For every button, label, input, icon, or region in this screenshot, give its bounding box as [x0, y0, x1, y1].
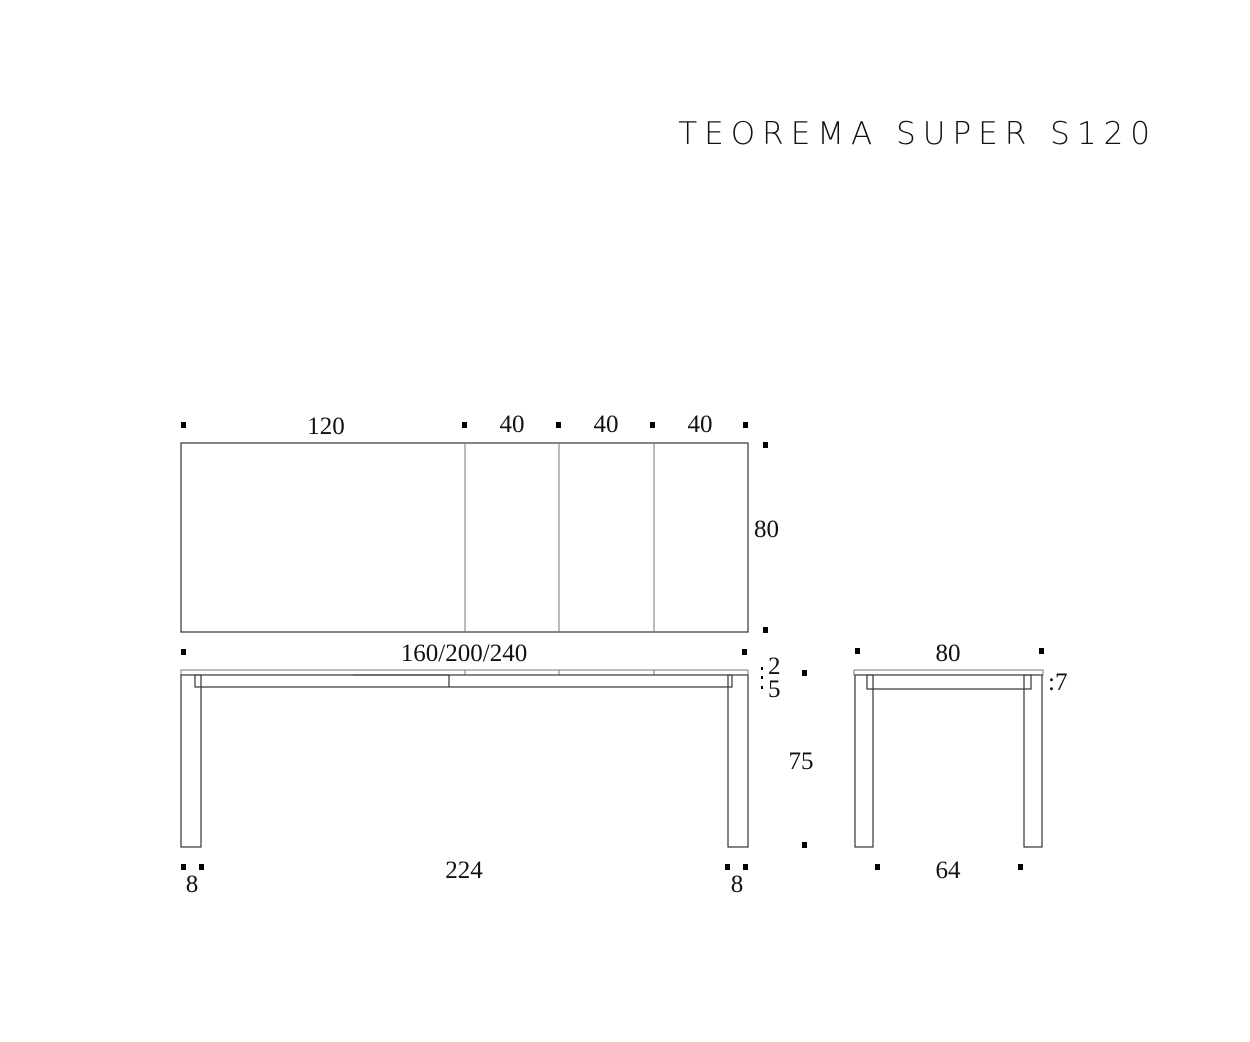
- dimension-marker: [181, 422, 186, 428]
- top-view: 120 40 40 40 80: [180, 411, 779, 633]
- leg-right: [727, 674, 749, 848]
- leg-right: [1023, 674, 1043, 848]
- apron: [194, 674, 733, 688]
- dim-leg-left: 8: [186, 871, 199, 898]
- dimension-marker: [763, 442, 768, 448]
- dimension-marker: [556, 422, 561, 428]
- table-top-edge: [853, 669, 1044, 676]
- dim-main-length: 120: [307, 413, 345, 440]
- dim-leg-right: 8: [731, 871, 744, 898]
- dim-height: 75: [789, 748, 814, 775]
- leg-left: [854, 674, 874, 848]
- dim-side-apron: :7: [1048, 669, 1067, 696]
- dim-side-width: 80: [936, 640, 961, 667]
- dim-leg-span: 224: [445, 857, 483, 884]
- side-view: 80 :7 64: [853, 640, 1067, 884]
- front-view: 160/200/240 2 5 75 224 8 8: [180, 640, 814, 898]
- leg-left: [180, 674, 202, 848]
- dimension-marker: [763, 627, 768, 633]
- dim-extension-2: 40: [594, 411, 619, 438]
- dim-top-thickness: 2: [768, 653, 781, 680]
- dim-depth: 80: [754, 516, 779, 543]
- dimension-marker: [743, 422, 748, 428]
- dimension-marker: [650, 422, 655, 428]
- product-title: TEOREMA SUPER S120: [678, 116, 1157, 152]
- dim-lengths: 160/200/240: [401, 640, 527, 667]
- apron: [866, 674, 1032, 690]
- dim-extension-3: 40: [688, 411, 713, 438]
- dim-extension-1: 40: [500, 411, 525, 438]
- dimension-marker: [462, 422, 467, 428]
- dim-side-leg-span: 64: [936, 857, 962, 884]
- dim-apron-height: 5: [768, 676, 781, 703]
